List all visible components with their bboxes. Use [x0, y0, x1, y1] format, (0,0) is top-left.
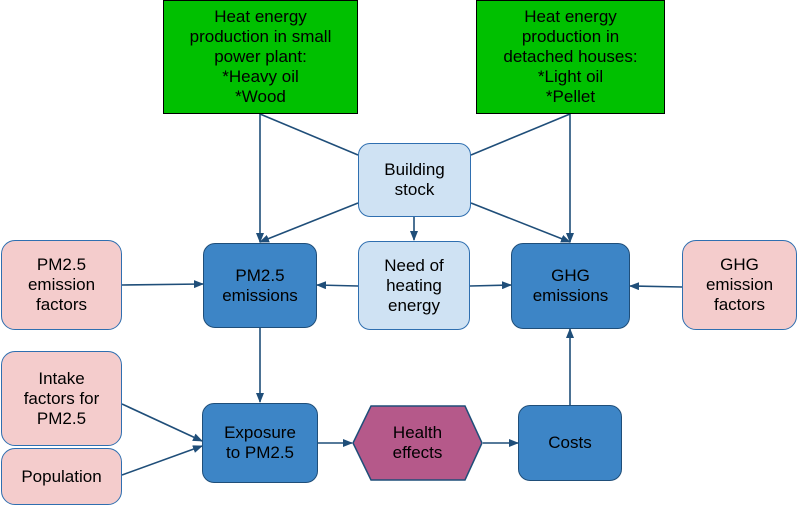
- exposure-label: Exposure to PM2.5: [224, 423, 296, 462]
- arrow-intake-to-exposure: [121, 403, 203, 442]
- arrow-detached-houses-to-building-stock: [470, 113, 571, 156]
- health-effects-shape: [352, 405, 483, 481]
- arrow-building-stock-to-pm-emissions: [259, 202, 359, 243]
- arrow-small-plant-to-building-stock: [259, 113, 359, 156]
- arrow-need-heating-to-ghg-emissions: [469, 281, 512, 290]
- small-power-plant-label: Heat energy production in small power pl…: [189, 7, 332, 106]
- detached-houses-label: Heat energy production in detached house…: [503, 7, 638, 106]
- health-effects-box: Health effects: [353, 406, 482, 480]
- exposure-box: Exposure to PM2.5: [202, 403, 318, 483]
- costs-box: Costs: [518, 405, 622, 481]
- need-heating-box: Need of heating energy: [358, 241, 470, 330]
- ghg-emissions-box: GHG emissions: [511, 243, 630, 329]
- pm-emissions-box: PM2.5 emissions: [203, 243, 317, 328]
- ghg-emissions-label: GHG emissions: [532, 266, 609, 305]
- building-stock-box: Building stock: [358, 143, 471, 217]
- arrow-need-heating-to-pm-emissions: [316, 281, 359, 290]
- ghg-emission-factors-label: GHG emission factors: [705, 255, 774, 314]
- need-heating-label: Need of heating energy: [384, 255, 444, 315]
- arrow-ghg-factors-to-ghg-emissions: [629, 282, 683, 291]
- arrow-building-stock-to-ghg-emissions: [470, 202, 571, 243]
- pm-emission-factors-label: PM2.5 emission factors: [27, 255, 96, 314]
- intake-factors-label: Intake factors for PM2.5: [23, 368, 100, 428]
- pm-emission-factors-box: PM2.5 emission factors: [1, 240, 122, 330]
- arrow-pm-factors-to-pm-emissions: [121, 280, 204, 289]
- intake-factors-box: Intake factors for PM2.5: [1, 351, 122, 446]
- costs-label: Costs: [548, 433, 592, 452]
- population-label: Population: [21, 466, 102, 486]
- arrow-population-to-exposure: [121, 445, 203, 476]
- detached-houses-box: Heat energy production in detached house…: [476, 0, 665, 114]
- building-stock-label: Building stock: [384, 160, 445, 199]
- small-power-plant-box: Heat energy production in small power pl…: [163, 0, 358, 114]
- health-effects-label: Health effects: [392, 423, 443, 462]
- ghg-emission-factors-box: GHG emission factors: [682, 240, 797, 330]
- pm-emissions-label: PM2.5 emissions: [222, 265, 298, 305]
- population-box: Population: [1, 448, 122, 505]
